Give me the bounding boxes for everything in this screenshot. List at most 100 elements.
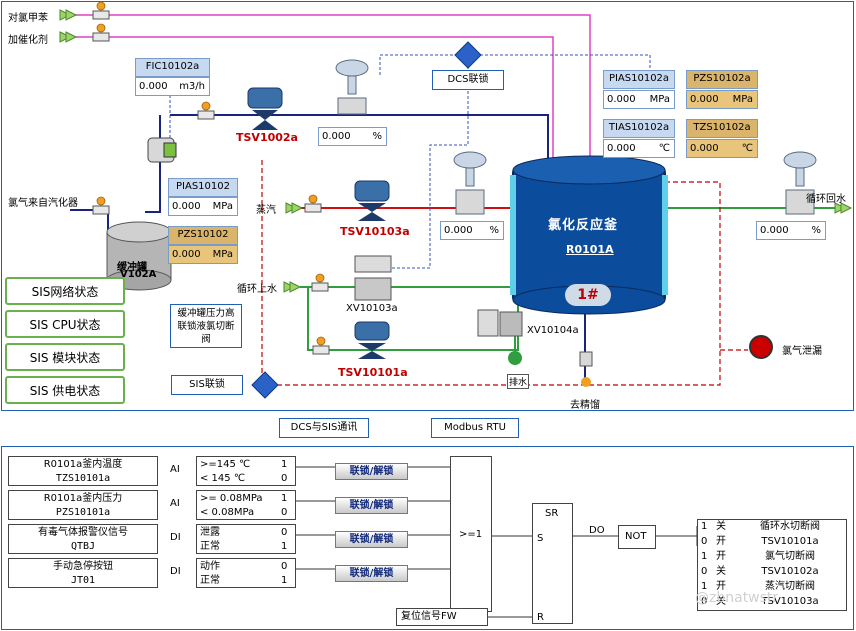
tias-r-number: 0.000 — [607, 143, 636, 154]
watermark: @zbnatwstr — [695, 590, 779, 606]
reactor-name: 氯化反应釜 — [548, 218, 619, 233]
fic-tag[interactable]: FIC10102a — [135, 58, 210, 77]
output-name: TSV10101a — [761, 536, 819, 547]
not-gate: NOT — [618, 525, 656, 549]
tzs-r-value[interactable]: 0.000℃ — [686, 139, 758, 158]
output-value: 1 — [701, 521, 708, 532]
leak-label: 氯气泄漏 — [782, 346, 822, 357]
pias-r-tag[interactable]: PIAS10102a — [603, 70, 675, 89]
tsv-actuators — [247, 87, 390, 359]
output-name: 蒸汽切断阀 — [765, 581, 815, 592]
pzs-buf-tag[interactable]: PZS10102 — [168, 226, 238, 245]
output-state: 开 — [716, 536, 726, 547]
valve-pct1[interactable]: 0.000% — [318, 127, 387, 146]
condition-1: >= 0.08MPa — [200, 493, 263, 504]
input-signal-name: 有毒气体报警仪信号 — [38, 527, 128, 538]
input-signal-tag: TZS10101a — [55, 473, 111, 484]
interlock-toggle-button[interactable]: 联锁/解锁 — [335, 497, 408, 514]
pias-r-value[interactable]: 0.000 MPa — [603, 90, 675, 109]
interlock-toggle-button[interactable]: 联锁/解锁 — [335, 463, 408, 480]
condition-2-value: 1 — [281, 541, 288, 552]
reset-signal[interactable]: 复位信号FW — [396, 608, 488, 626]
pias-buf-value[interactable]: 0.000 MPa — [168, 197, 238, 216]
condition-1: 动作 — [200, 561, 220, 572]
valve-pct3-number: 0.000 — [760, 225, 789, 236]
tsv10101a-label: TSV10101a — [338, 366, 408, 379]
condition-box: >= 0.08MPa 1 < 0.08MPa 0 — [196, 490, 296, 520]
interlock-toggle-button[interactable]: 联锁/解锁 — [335, 565, 408, 582]
to-distill-label: 去精馏 — [570, 400, 600, 411]
sis-cpu-status[interactable]: SIS CPU状态 — [5, 310, 125, 338]
condition-2: < 145 ℃ — [200, 473, 246, 484]
pias-r-unit: MPa — [649, 94, 670, 105]
sr-s: S — [537, 533, 544, 544]
steam-label: 蒸汽 — [256, 205, 276, 216]
piping-diagram — [59, 1, 853, 399]
tsv1002a-label: TSV1002a — [236, 131, 298, 144]
tias-r-unit: ℃ — [658, 143, 670, 154]
toluene-label: 对氯甲苯 — [8, 13, 48, 24]
catalyst-label: 加催化剂 — [8, 35, 48, 46]
valve-pct3[interactable]: 0.000% — [756, 221, 826, 240]
reactor-id: R0101A — [566, 243, 614, 256]
reactor-badge: 1# — [565, 284, 611, 306]
xv10104a-label: XV10104a — [527, 325, 579, 336]
or-gate: >=1 — [450, 456, 492, 612]
output-value: 0 — [701, 566, 708, 577]
output-name: TSV10102a — [761, 566, 819, 577]
pias-buf-unit: MPa — [212, 201, 233, 212]
condition-1-value: 1 — [281, 493, 288, 504]
modbus-label: Modbus RTU — [431, 418, 519, 438]
do-label: DO — [589, 525, 605, 536]
xv10103a-label: XV10103a — [346, 303, 398, 314]
input-signal-box: R0101a釜内温度 TZS10101a — [8, 456, 158, 486]
input-signal-box: 手动急停按钮 JT01 — [8, 558, 158, 588]
condition-2: 正常 — [200, 575, 220, 586]
or-gate-label: >=1 — [459, 529, 483, 540]
interlock-toggle-button[interactable]: 联锁/解锁 — [335, 531, 408, 548]
condition-2: 正常 — [200, 541, 220, 552]
valve-pct2[interactable]: 0.000% — [440, 221, 504, 240]
pias-r-number: 0.000 — [607, 94, 636, 105]
tzs-r-unit: ℃ — [741, 143, 753, 154]
output-value: 1 — [701, 551, 708, 562]
valve-pct2-number: 0.000 — [444, 225, 473, 236]
condition-2-value: 1 — [281, 575, 288, 586]
tzs-r-tag[interactable]: TZS10102a — [686, 119, 758, 138]
sis-power-status[interactable]: SIS 供电状态 — [5, 376, 125, 404]
valve-pct1-number: 0.000 — [322, 131, 351, 142]
condition-1-value: 0 — [281, 527, 288, 538]
input-signal-tag: QTBJ — [70, 541, 96, 552]
fic-unit: m3/h — [179, 81, 205, 92]
buffer-tank-id: V102A — [120, 269, 157, 280]
signal-type: AI — [170, 498, 180, 509]
cw-out-label: 循环回水 — [806, 194, 846, 205]
condition-1-value: 1 — [281, 459, 288, 470]
condition-2-value: 0 — [281, 507, 288, 518]
condition-box: 泄露 0 正常 1 — [196, 524, 296, 554]
condition-box: 动作 0 正常 1 — [196, 558, 296, 588]
tias-r-value[interactable]: 0.000 ℃ — [603, 139, 675, 158]
output-state: 关 — [716, 521, 726, 532]
input-signal-name: R0101a釜内温度 — [43, 459, 123, 470]
signal-type: DI — [170, 532, 181, 543]
output-value: 0 — [701, 596, 708, 607]
output-state: 关 — [716, 566, 726, 577]
pzs-r-tag[interactable]: PZS10102a — [686, 70, 758, 89]
sis-module-status[interactable]: SIS 模块状态 — [5, 343, 125, 371]
tias-r-tag[interactable]: TIAS10102a — [603, 119, 675, 138]
pias-buf-tag[interactable]: PIAS10102 — [168, 178, 238, 197]
input-signal-name: 手动急停按钮 — [53, 561, 113, 572]
input-signal-name: R0101a釜内压力 — [43, 493, 123, 504]
valve-pct3-unit: % — [811, 225, 821, 236]
valve-pct1-unit: % — [372, 131, 382, 142]
output-name: 氯气切断阀 — [765, 551, 815, 562]
sis-network-status[interactable]: SIS网络状态 — [5, 277, 125, 305]
condition-box: >=145 ℃ 1 < 145 ℃ 0 — [196, 456, 296, 486]
condition-2-value: 0 — [281, 473, 288, 484]
pias-buf-number: 0.000 — [172, 201, 201, 212]
output-value: 1 — [701, 581, 708, 592]
